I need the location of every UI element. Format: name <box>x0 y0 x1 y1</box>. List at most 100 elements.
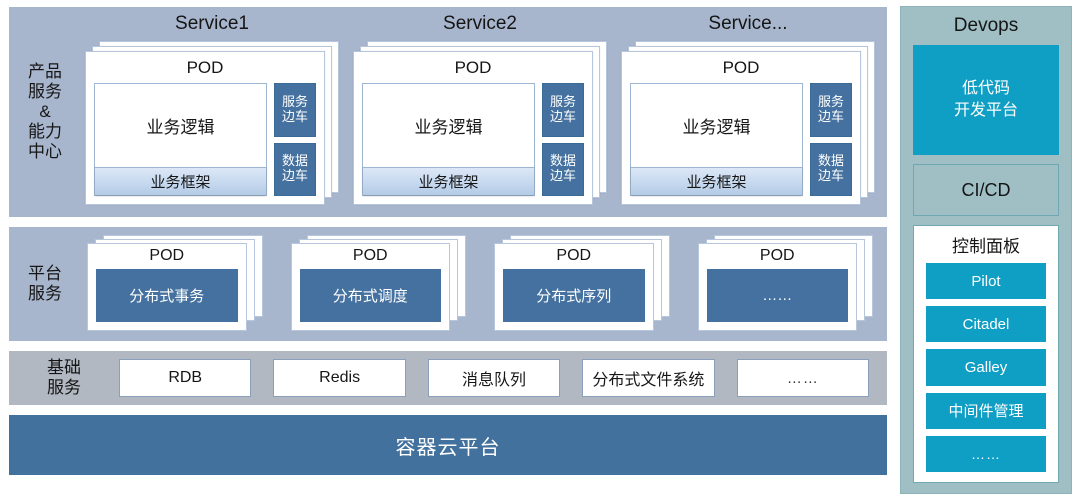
data-sidecar-box[interactable]: 数据 边车 <box>810 142 852 196</box>
row-label-line: 基础 <box>47 357 81 377</box>
data-sidecar-box[interactable]: 数据 边车 <box>274 142 316 196</box>
service-sidecar-box[interactable]: 服务 边车 <box>810 83 852 137</box>
business-logic-box: 业务逻辑 <box>95 84 266 167</box>
container-cloud-label: 容器云平台 <box>395 436 501 459</box>
platform-pod-1[interactable]: POD 分布式事务 <box>87 235 263 331</box>
base-service-redis[interactable]: Redis <box>273 359 406 397</box>
pod-card[interactable]: POD …… <box>697 243 857 331</box>
service-title: Service1 <box>175 13 249 34</box>
row-label-line: 服务 <box>28 81 62 101</box>
row-label-line: 中心 <box>28 142 62 162</box>
sidecar-line: 边车 <box>817 168 844 184</box>
control-panel-item-pilot[interactable]: Pilot <box>926 263 1046 300</box>
row-label-line: 服务 <box>28 284 62 303</box>
pod-card[interactable]: POD 业务逻辑 业务框架 服务 边车 <box>85 51 325 205</box>
business-logic-box: 业务逻辑 <box>631 84 802 167</box>
control-panel-item-galley[interactable]: Galley <box>926 349 1046 386</box>
sidecar-line: 边车 <box>817 108 844 124</box>
sidecar-column: 服务 边车 数据 边车 <box>542 83 584 196</box>
devops-title: Devops <box>953 15 1019 36</box>
platform-service-name: 分布式调度 <box>299 269 441 322</box>
service-card-3[interactable]: Service... POD 业务逻辑 业务框架 <box>621 11 875 209</box>
sidecar-line: 数据 <box>549 153 576 169</box>
business-column: 业务逻辑 业务框架 <box>362 83 535 196</box>
row-label-line: 服务 <box>47 378 81 397</box>
sidecar-line: 服务 <box>281 93 308 109</box>
control-panel-item-middleware-management[interactable]: 中间件管理 <box>926 392 1046 429</box>
row-platform-services: 平台 服务 POD 分布式事务 POD 分布式调 <box>8 226 888 342</box>
control-panel-item-more[interactable]: …… <box>926 435 1046 473</box>
pod-contents: 业务逻辑 业务框架 服务 边车 数据 <box>630 83 852 196</box>
platform-pod-4[interactable]: POD …… <box>697 235 873 331</box>
service-sidecar-box[interactable]: 服务 边车 <box>542 83 584 137</box>
pod-label: POD <box>186 58 224 77</box>
row-label-line: 平台 <box>28 263 62 283</box>
sidecar-line: 数据 <box>817 153 844 169</box>
sidecar-line: 边车 <box>281 168 308 184</box>
pod-card[interactable]: POD 业务逻辑 业务框架 服务 边车 <box>353 51 593 205</box>
row-label-products: 产品 服务 & 能力 中心 <box>9 7 81 217</box>
base-service-message-queue[interactable]: 消息队列 <box>427 359 561 397</box>
platform-service-name: 分布式事务 <box>96 269 238 322</box>
pod-label: POD <box>722 58 760 77</box>
pod-label: POD <box>759 247 795 264</box>
pod-card[interactable]: POD 分布式事务 <box>87 243 247 331</box>
service-card-2[interactable]: Service2 POD 业务逻辑 业务框架 <box>353 11 607 209</box>
pod-card[interactable]: POD 分布式序列 <box>494 243 654 331</box>
pod-contents: 业务逻辑 业务框架 服务 边车 数据 <box>362 83 584 196</box>
business-framework-box: 业务框架 <box>363 167 534 195</box>
control-panel-item-citadel[interactable]: Citadel <box>926 306 1046 343</box>
sidecar-line: 边车 <box>549 108 576 124</box>
pod-stack: POD 业务逻辑 业务框架 服务 边车 <box>353 41 607 209</box>
row-label-line: 产品 <box>28 61 62 81</box>
row-label-base: 基础 服务 <box>9 358 119 398</box>
platform-pod-2[interactable]: POD 分布式调度 <box>290 235 466 331</box>
sidecar-line: 边车 <box>281 108 308 124</box>
control-panel-card: 控制面板 Pilot Citadel Galley 中间件管理 …… <box>913 225 1059 483</box>
base-service-rdb[interactable]: RDB <box>119 359 252 397</box>
pod-contents: 业务逻辑 业务框架 服务 边车 数据 <box>94 83 316 196</box>
base-service-more[interactable]: …… <box>736 359 870 397</box>
business-framework-box: 业务框架 <box>631 167 802 195</box>
row-label-line: 能力 <box>28 122 62 142</box>
platform-stack-column: 产品 服务 & 能力 中心 Service1 POD <box>8 6 888 494</box>
sidecar-column: 服务 边车 数据 边车 <box>810 83 852 196</box>
business-column: 业务逻辑 业务框架 <box>94 83 267 196</box>
platform-service-name: …… <box>706 269 848 322</box>
sidecar-column: 服务 边车 数据 边车 <box>274 83 316 196</box>
lowcode-line: 低代码 <box>961 80 1010 98</box>
business-framework-box: 业务框架 <box>95 167 266 195</box>
pod-stack: POD 业务逻辑 业务框架 服务 边车 <box>621 41 875 209</box>
data-sidecar-box[interactable]: 数据 边车 <box>542 142 584 196</box>
service-card-1[interactable]: Service1 POD 业务逻辑 业务框架 <box>85 11 339 209</box>
service-title: Service... <box>708 13 788 34</box>
service-group: Service1 POD 业务逻辑 业务框架 <box>81 7 887 217</box>
platform-pod-3[interactable]: POD 分布式序列 <box>494 235 670 331</box>
business-column: 业务逻辑 业务框架 <box>630 83 803 196</box>
base-service-group: RDB Redis 消息队列 分布式文件系统 …… <box>119 359 887 397</box>
row-label-line: & <box>39 101 51 121</box>
sidecar-line: 数据 <box>281 153 308 169</box>
row-container-cloud-platform: 容器云平台 <box>8 414 888 476</box>
row-product-services: 产品 服务 & 能力 中心 Service1 POD <box>8 6 888 218</box>
platform-service-name: 分布式序列 <box>503 269 645 322</box>
base-service-distributed-filesystem[interactable]: 分布式文件系统 <box>582 359 715 397</box>
devops-panel: Devops 低代码 开发平台 CI/CD 控制面板 Pilot Citadel… <box>900 6 1072 494</box>
pod-card[interactable]: POD 分布式调度 <box>290 243 450 331</box>
sidecar-line: 服务 <box>549 93 576 109</box>
pod-label: POD <box>454 58 492 77</box>
lowcode-line: 开发平台 <box>953 102 1018 119</box>
control-panel-title: 控制面板 <box>952 237 1020 256</box>
pod-stack: POD 业务逻辑 业务框架 服务 边车 <box>85 41 339 209</box>
service-title: Service2 <box>443 13 517 34</box>
row-base-services: 基础 服务 RDB Redis 消息队列 分布式文件系统 …… <box>8 350 888 406</box>
service-sidecar-box[interactable]: 服务 边车 <box>274 83 316 137</box>
pod-label: POD <box>556 247 592 264</box>
pod-card[interactable]: POD 业务逻辑 业务框架 服务 边车 <box>621 51 861 205</box>
row-label-platform: 平台 服务 <box>9 227 81 341</box>
cicd-card[interactable]: CI/CD <box>913 164 1059 216</box>
lowcode-platform-card[interactable]: 低代码 开发平台 <box>913 45 1059 155</box>
platform-pod-group: POD 分布式事务 POD 分布式调度 POD <box>81 227 887 341</box>
sidecar-line: 服务 <box>817 93 844 109</box>
